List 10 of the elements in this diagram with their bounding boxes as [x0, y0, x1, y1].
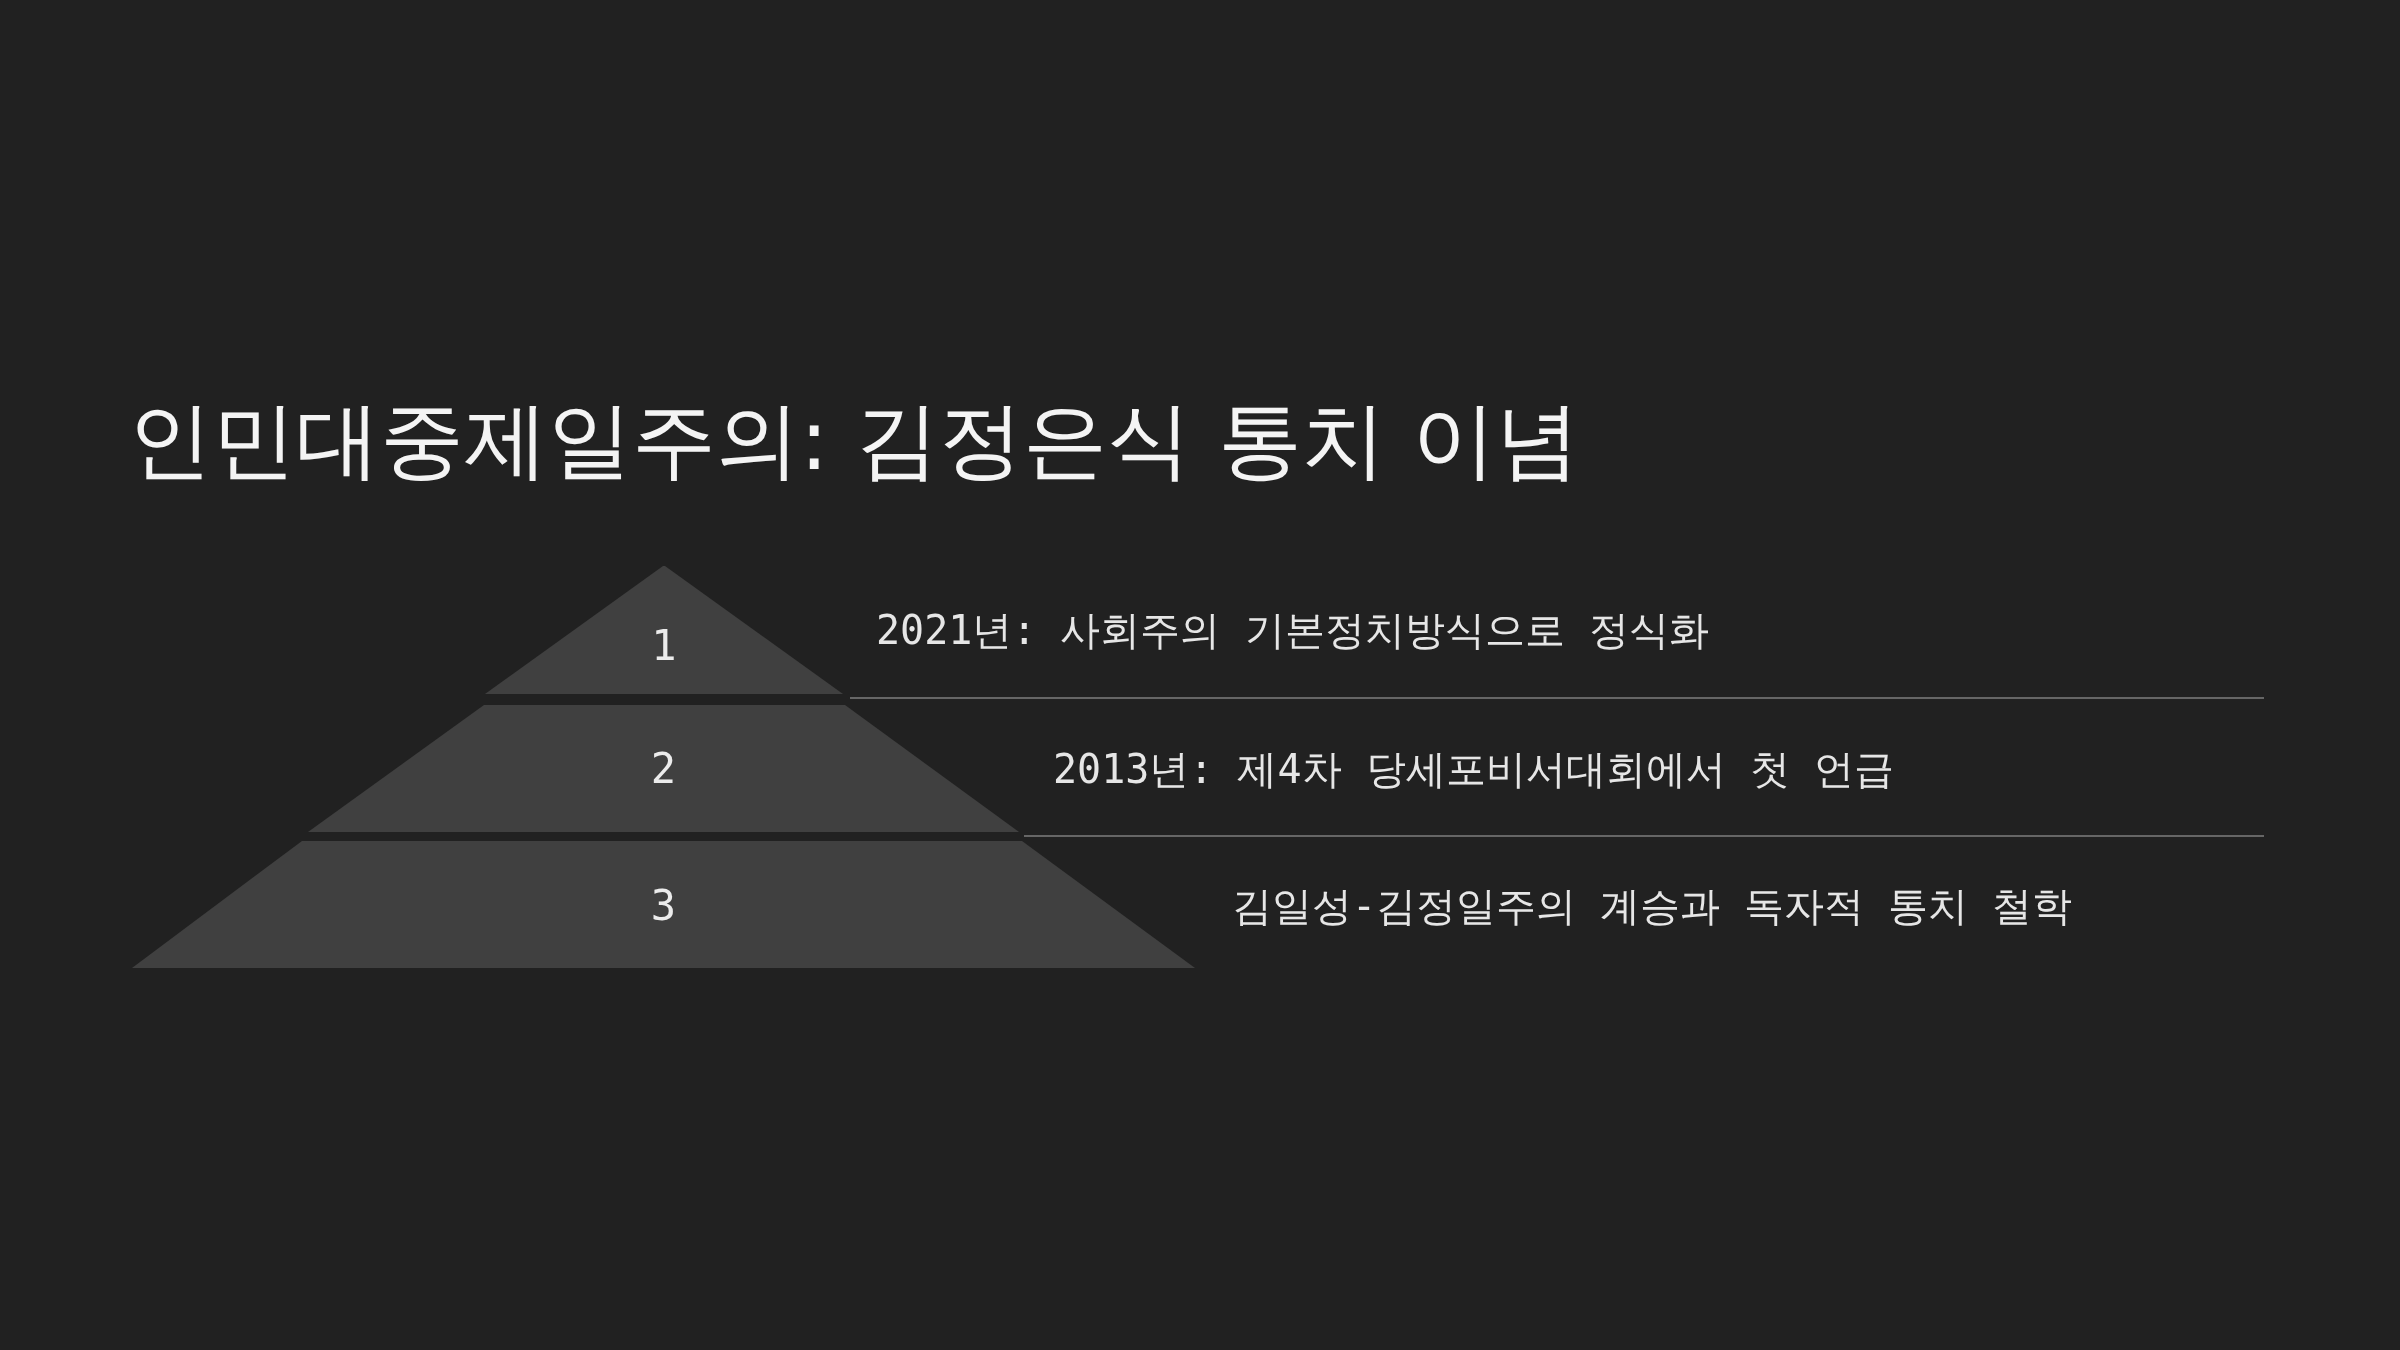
pyramid-tier — [485, 566, 843, 694]
title: 인민대중제일주의: 김정은식 통치 이념 — [128, 390, 1581, 491]
description-text: 2013년: 제4차 당세포비서대회에서 첫 언급 — [1053, 745, 1894, 794]
tier-number: 2 — [649, 744, 678, 794]
description-text: 2021년: 사회주의 기본정치방식으로 정식화 — [876, 606, 1709, 655]
pyramid-tier — [132, 841, 1195, 968]
tier-number: 1 — [650, 621, 678, 671]
description-text: 김일성-김정일주의 계승과 독자적 통치 철학 — [1232, 882, 2073, 931]
tier-number: 3 — [649, 881, 678, 931]
pyramid-tier — [308, 705, 1019, 832]
